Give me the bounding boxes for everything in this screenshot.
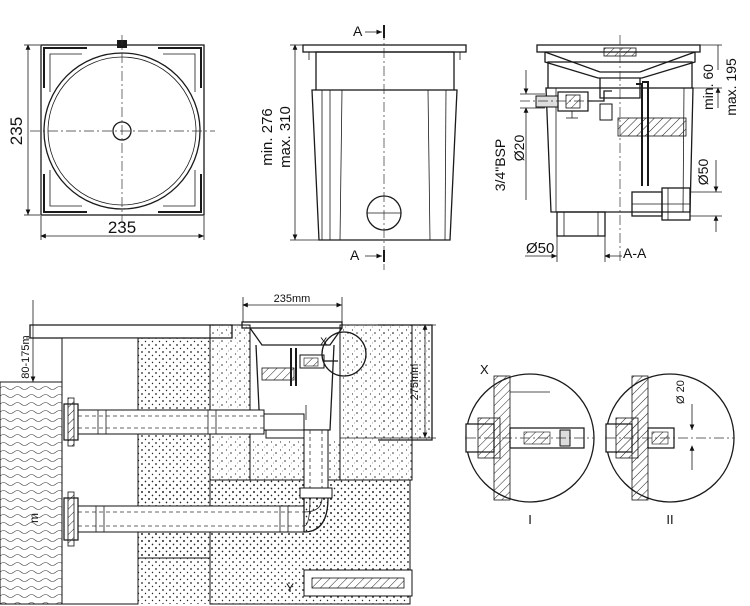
detail-1: I	[465, 373, 595, 527]
detail-2-label: II	[666, 512, 673, 527]
section-height-max: max. 195	[723, 58, 739, 116]
install-depth-label: 275mm	[409, 364, 421, 401]
detail-2: Ø 20 II	[605, 373, 735, 527]
install-pipe-label: m	[27, 513, 41, 523]
section-mark-bottom: A	[350, 247, 360, 263]
section-view: min. 60 max. 195 3/4"BSP Ø20 Ø50 Ø50 A-A	[492, 35, 739, 262]
detail-dia-20: Ø 20	[675, 380, 687, 404]
section-height-min: min. 60	[700, 64, 716, 110]
water-level-label: 80-175m	[20, 335, 32, 378]
section-name: A-A	[623, 245, 647, 261]
lower-pipe	[63, 491, 305, 547]
front-height-max: max. 310	[277, 106, 294, 168]
vertical-pipe	[263, 413, 333, 533]
section-dia-50-bottom: Ø50	[526, 240, 554, 257]
installation-view: X	[0, 293, 436, 605]
detail-views: X I Ø 20 II	[465, 362, 735, 527]
install-detail-marker: X	[320, 336, 328, 348]
top-height-label: 235	[7, 117, 26, 145]
section-dia-50-right: Ø50	[695, 159, 711, 186]
detail-marker: X	[480, 362, 489, 377]
front-view: A A min. 276 max. 310	[259, 23, 467, 270]
install-width-label: 235mm	[274, 293, 311, 305]
section-dia-20: Ø20	[511, 135, 527, 162]
legend-y: Y	[286, 569, 413, 597]
front-height-min: min. 276	[259, 108, 276, 166]
section-mark-top: A	[353, 23, 363, 39]
detail-1-label: I	[528, 512, 532, 527]
upper-pipe	[63, 397, 265, 447]
legend-marker: Y	[286, 581, 294, 595]
thread-label: 3/4"BSP	[492, 139, 508, 191]
top-width-label: 235	[108, 218, 136, 237]
top-view: 235 235	[7, 35, 215, 240]
